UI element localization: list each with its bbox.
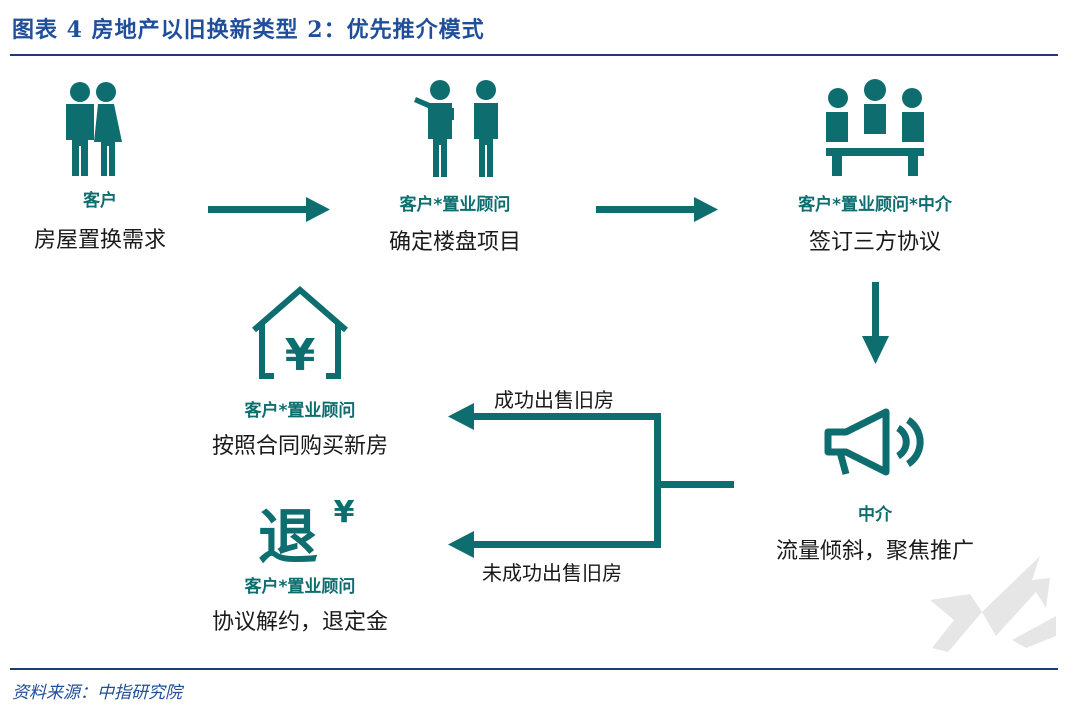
flow-label-sold: 成功出售旧房 [494, 388, 614, 412]
buy-new-role: 客户*置业顾问 [244, 401, 356, 421]
arrow-to-refund [448, 531, 474, 558]
refund-role: 客户*置业顾问 [244, 577, 356, 597]
meeting-icon [826, 79, 924, 176]
arrow-consultant-to-agreement [596, 197, 718, 222]
agency-role: 中介 [858, 505, 892, 525]
agreement-role: 客户*置业顾问*中介 [798, 195, 952, 215]
two-people-icon [414, 80, 498, 177]
refund-icon: 退 [258, 503, 318, 573]
figure-title: 图表 4 房地产以旧换新类型 2：优先推介模式 [12, 17, 485, 43]
agreement-desc: 签订三方协议 [808, 230, 941, 255]
source-note: 资料来源：中指研究院 [12, 683, 182, 703]
buy-new-desc: 按照合同购买新房 [211, 434, 388, 459]
arrow-customer-to-consultant [208, 197, 330, 222]
megaphone-icon [824, 408, 924, 476]
branch-connector [470, 413, 734, 548]
refund-desc: 协议解约，退定金 [211, 610, 388, 635]
house-yuan-icon [252, 286, 348, 379]
customer-desc: 房屋置换需求 [33, 228, 166, 253]
bottom-rule [10, 668, 1058, 670]
top-rule [10, 54, 1058, 56]
flow-label-not-sold: 未成功出售旧房 [482, 561, 622, 585]
arrow-agreement-to-agency [862, 282, 889, 364]
agency-desc: 流量倾斜，聚焦推广 [775, 539, 974, 564]
watermark-logo [930, 556, 1056, 652]
consultant-desc: 确定楼盘项目 [388, 230, 521, 255]
consultant-role: 客户*置业顾问 [399, 195, 511, 215]
house-yuan-symbol: ¥ [285, 330, 316, 381]
refund-yuan-symbol: ¥ [334, 495, 355, 530]
arrow-to-buy-new [448, 403, 474, 430]
customer-role: 客户 [83, 191, 117, 211]
couple-icon [66, 82, 122, 176]
